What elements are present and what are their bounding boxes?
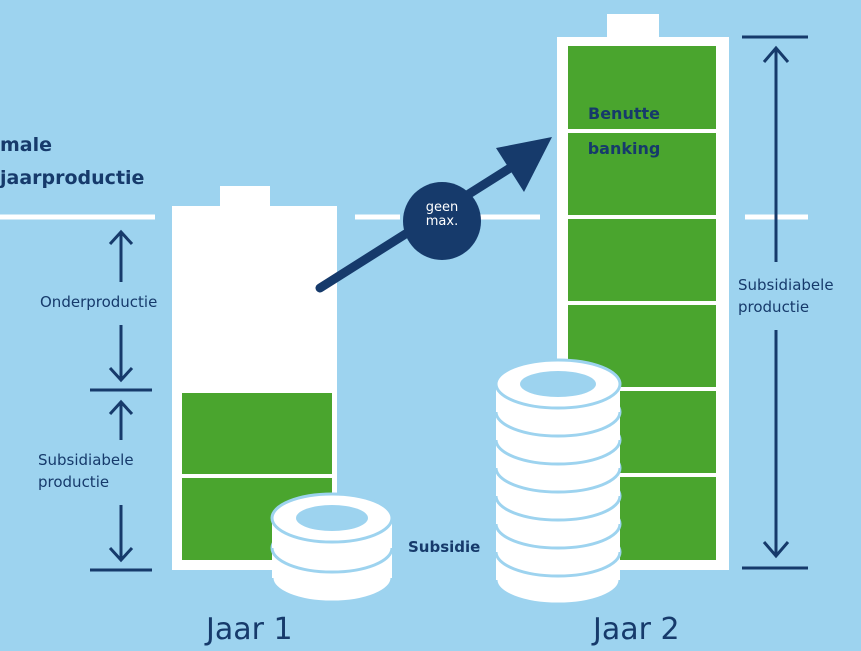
geen-max-badge (403, 182, 481, 260)
left-dimension-arrows (90, 229, 152, 572)
subsidiabel-right-line1: Subsidiabele (738, 276, 834, 294)
coin-stack-icon-right (494, 358, 622, 606)
subsidiabel-left-line2: productie (38, 473, 110, 491)
battery1-cell-1 (182, 393, 332, 474)
onderproductie-label: Onderproductie (40, 293, 158, 311)
jaar1-label: Jaar 1 (206, 612, 293, 647)
max-label-line2: jaarproductie (0, 167, 145, 189)
battery2-cell-3 (568, 219, 716, 301)
subsidiabel-left-line1: Subsidiabele (38, 451, 134, 469)
subsidiabel-right-line2: productie (738, 298, 810, 316)
battery2-cell-2 (568, 133, 716, 215)
max-label-line1: male (0, 134, 53, 156)
benutte-label-line1: Benutte (588, 104, 660, 123)
subsidie-label: Subsidie (408, 538, 481, 556)
battery2-cell-1 (568, 46, 716, 129)
coin-stack-icon-left (270, 492, 394, 604)
max-label: max. (425, 214, 459, 229)
benutte-label-line2: banking (587, 139, 661, 158)
euro-icon (296, 505, 368, 531)
jaar2-label: Jaar 2 (593, 612, 680, 647)
geen-label: geen (425, 200, 459, 215)
right-dimension-arrow (742, 35, 808, 570)
euro-icon (520, 371, 596, 397)
